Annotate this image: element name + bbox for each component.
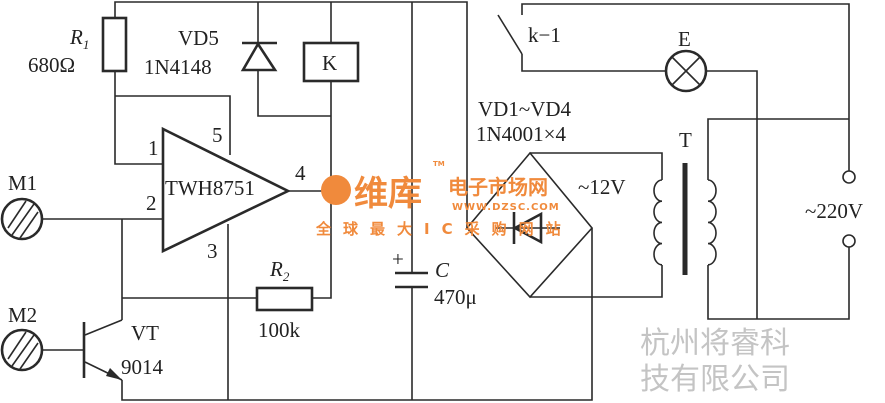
r2-value: 100k — [258, 318, 301, 342]
watermark-url: WWW.DZSC.COM — [452, 202, 560, 213]
switch-label: k−1 — [528, 23, 561, 47]
relay-label: K — [322, 51, 337, 75]
ic-twh8751 — [161, 126, 291, 254]
sensor-m2 — [0, 328, 44, 372]
wires — [43, 1, 850, 401]
capacitor-value: 470μ — [434, 285, 477, 309]
mains-voltage: ~220V — [805, 199, 863, 223]
resistor-r2 — [255, 286, 314, 312]
transformer-label: T — [679, 128, 692, 152]
bridge-label: VD1~VD4 — [478, 97, 572, 121]
capacitor-label: C — [435, 258, 450, 282]
bridge-rectifier — [465, 151, 594, 299]
lamp-e — [664, 49, 708, 93]
pin-3: 3 — [207, 239, 218, 263]
ic-label: TWH8751 — [165, 176, 255, 200]
pin-2: 2 — [146, 191, 157, 215]
pin-4: 4 — [295, 161, 306, 185]
r2-label: R2 — [269, 257, 290, 284]
vd5-label: VD5 — [178, 26, 219, 50]
diode-vd5 — [240, 41, 278, 72]
m2-label: M2 — [8, 303, 37, 327]
capacitor-c — [395, 271, 428, 289]
bridge-part: 1N4001×4 — [476, 122, 567, 146]
pin-1: 1 — [148, 136, 159, 160]
capacitor-polarity: + — [392, 247, 404, 271]
relay-switch-k1 — [497, 14, 523, 55]
watermark-tm: TM — [433, 160, 445, 168]
transformer-t — [653, 163, 717, 275]
vd5-part: 1N4148 — [144, 55, 212, 79]
secondary-voltage: ~12V — [578, 175, 626, 199]
m1-label: M1 — [8, 171, 37, 195]
transistor-vt — [82, 319, 123, 381]
vt-part: 9014 — [121, 355, 164, 379]
lamp-label: E — [678, 27, 691, 51]
sensor-m1 — [0, 197, 44, 241]
watermark-logo-icon — [321, 175, 351, 205]
vt-label: VT — [131, 321, 159, 345]
mains-terminal-bottom — [842, 234, 856, 248]
watermark-company: 杭州将睿科技有限公司 — [640, 326, 790, 397]
pin-5: 5 — [212, 123, 223, 147]
r1-label: R1 — [69, 25, 89, 52]
watermark-site: 电子市场网 — [448, 175, 548, 199]
resistor-r1 — [101, 16, 128, 73]
watermark-slogan: 全球最大IC采购网站 — [315, 220, 573, 238]
watermark-brand: 维库 — [354, 174, 422, 214]
relay-k — [302, 41, 360, 83]
r1-value: 680Ω — [28, 53, 75, 77]
mains-terminal-top — [842, 170, 856, 184]
watermark: 维库 电子市场网 TM WWW.DZSC.COM 全球最大IC采购网站 — [315, 160, 573, 238]
